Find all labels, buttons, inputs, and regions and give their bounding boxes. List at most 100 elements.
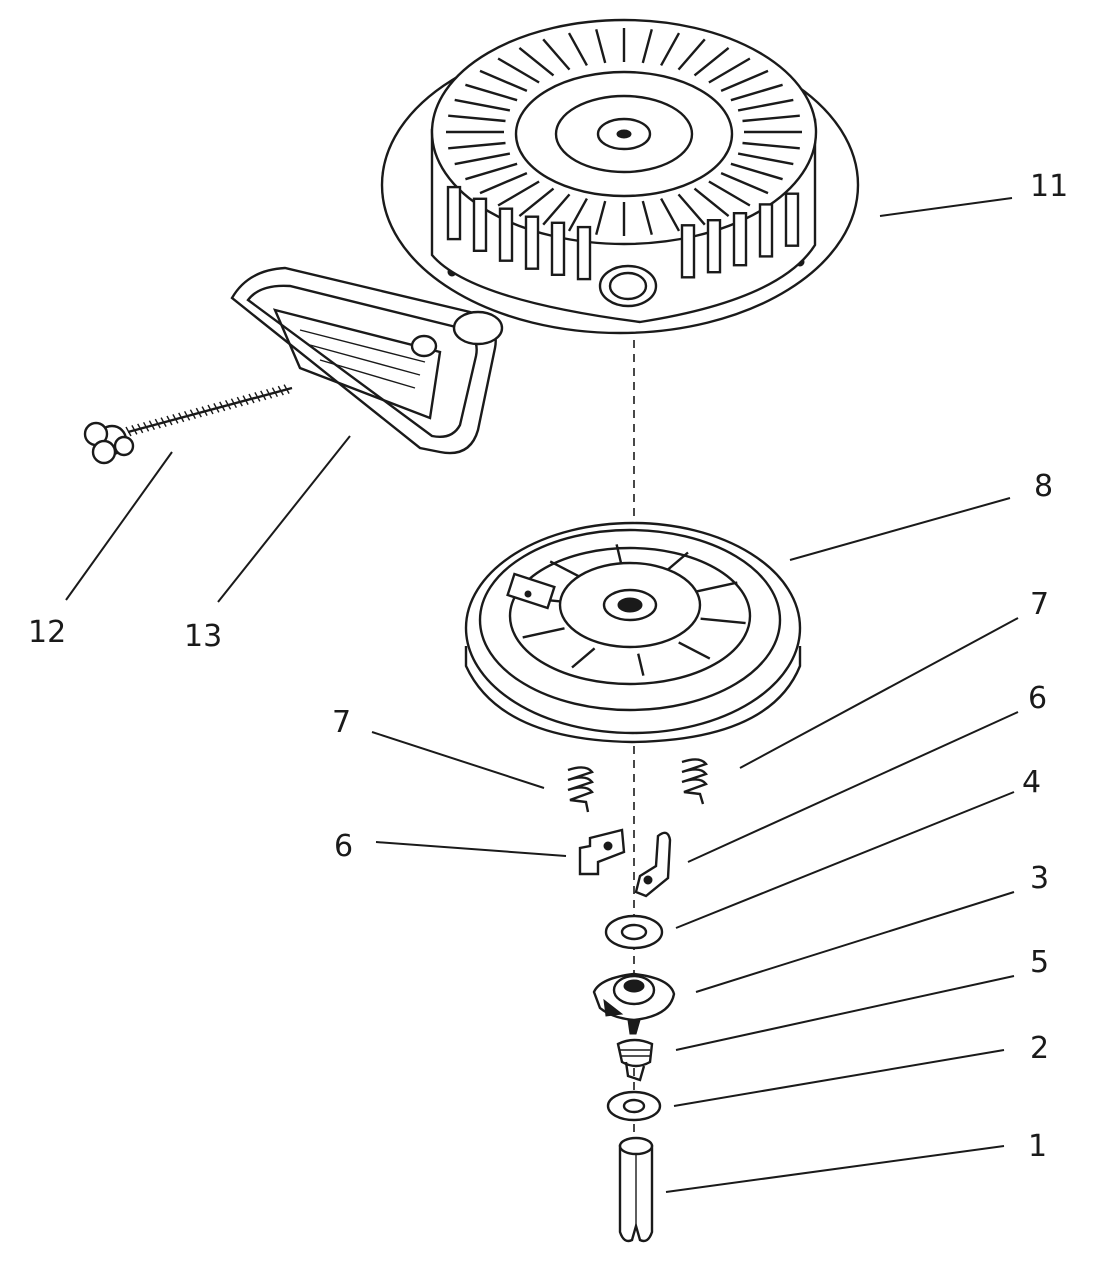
leader-line-5	[675, 975, 1015, 1051]
callout-7-right: 7	[1030, 587, 1049, 622]
housing-fin	[567, 32, 588, 66]
spring-part-7-left	[567, 766, 594, 813]
housing-fin	[542, 38, 571, 71]
housing-fin	[518, 187, 555, 218]
housing-fin	[693, 46, 730, 77]
starter-handle-part-13	[230, 266, 504, 455]
ratchet-part-3	[592, 972, 676, 1022]
housing-fin	[730, 162, 783, 181]
housing-fin	[641, 200, 653, 236]
housing-side-fin	[706, 218, 722, 274]
housing-fin	[595, 28, 607, 64]
housing-side-fin	[680, 224, 696, 279]
housing-fin	[641, 28, 653, 64]
housing-fin	[737, 152, 794, 166]
housing-fin	[730, 83, 783, 102]
callout-4: 4	[1022, 765, 1041, 800]
housing-fin	[454, 152, 511, 166]
starter-housing-part-11	[380, 18, 860, 335]
housing-fin	[479, 171, 528, 195]
callout-3: 3	[1030, 861, 1049, 896]
pin-part-1	[618, 1136, 654, 1243]
callout-5: 5	[1030, 945, 1049, 980]
leader-lines	[65, 197, 1019, 1193]
rope-twists	[125, 384, 290, 437]
leader-line-3	[695, 891, 1015, 993]
housing-fin	[720, 171, 769, 195]
housing-fin	[448, 114, 506, 123]
leader-line-12	[65, 451, 173, 601]
housing-fin	[742, 114, 800, 123]
callout-11: 11	[1030, 169, 1068, 204]
housing-fins	[446, 28, 802, 236]
housing-side-fin	[524, 215, 540, 270]
housing-side-fin	[576, 225, 592, 281]
pulley-spoke	[549, 560, 582, 579]
housing-side-fins	[446, 185, 800, 281]
leader-line-4	[675, 791, 1015, 929]
housing-fin	[708, 57, 751, 84]
leader-line-1	[665, 1145, 1005, 1193]
leader-line-6-left	[375, 841, 567, 857]
housing-fin	[567, 198, 588, 232]
housing-fin	[708, 180, 751, 207]
housing-fin	[497, 57, 540, 84]
housing-fin	[465, 162, 518, 181]
callout-2: 2	[1030, 1031, 1049, 1066]
leader-line-2	[673, 1049, 1005, 1107]
callout-labels: 11 12 13 8 7 7 6 6 4 3 5 2 1	[28, 169, 1068, 1164]
housing-side-fin	[446, 185, 462, 241]
callout-1: 1	[1028, 1129, 1047, 1164]
spring-part-5	[616, 1019, 654, 1082]
washer-part-2	[606, 1090, 662, 1122]
callout-8: 8	[1034, 469, 1053, 504]
housing-fin	[677, 193, 706, 226]
pulley-spoke	[678, 641, 711, 660]
housing-side-fin	[784, 192, 800, 247]
housing-fin	[518, 46, 555, 77]
housing-fin	[542, 193, 571, 226]
housing-fin	[454, 98, 511, 112]
pulley-spoke	[695, 581, 738, 593]
callout-7-left: 7	[332, 705, 351, 740]
housing-fin	[497, 180, 540, 207]
housing-fin	[742, 141, 800, 150]
housing-fin	[660, 198, 681, 232]
pawl-part-6-left	[578, 828, 626, 876]
spring-part-7-right	[681, 758, 708, 805]
housing-side-fin	[498, 207, 514, 262]
callout-12: 12	[28, 615, 66, 650]
housing-fin	[693, 187, 730, 218]
pawl-part-6-right	[634, 831, 672, 898]
starter-rope-part-12	[83, 384, 293, 465]
callout-13: 13	[184, 619, 222, 654]
callout-6-left: 6	[334, 829, 353, 864]
housing-fin	[595, 200, 607, 236]
housing-fin	[660, 32, 681, 66]
leader-line-6-right	[687, 711, 1019, 863]
housing-fin	[737, 98, 794, 112]
pulley-spoke	[522, 627, 565, 639]
pulley-spoke	[571, 647, 596, 669]
housing-side-fin	[758, 203, 774, 258]
housing-side-fin	[550, 221, 566, 277]
housing-fin	[465, 83, 518, 102]
housing-side-fin	[472, 197, 488, 253]
pulley-spoke	[700, 617, 746, 625]
leader-line-8	[789, 497, 1011, 561]
washer-part-4	[604, 914, 664, 950]
leader-line-7-right	[739, 617, 1019, 769]
pulley-spoke	[637, 653, 645, 676]
leader-line-13	[217, 435, 351, 603]
pulley-part-8	[464, 521, 802, 744]
leader-line-11	[879, 197, 1013, 217]
housing-fin	[677, 38, 706, 71]
leader-line-7-left	[371, 731, 545, 789]
housing-side-fin	[732, 211, 748, 267]
callout-6-right: 6	[1028, 681, 1047, 716]
housing-fin	[479, 69, 528, 93]
pulley-spoke	[664, 551, 689, 573]
housing-fin	[720, 69, 769, 93]
housing-fin	[448, 141, 506, 150]
